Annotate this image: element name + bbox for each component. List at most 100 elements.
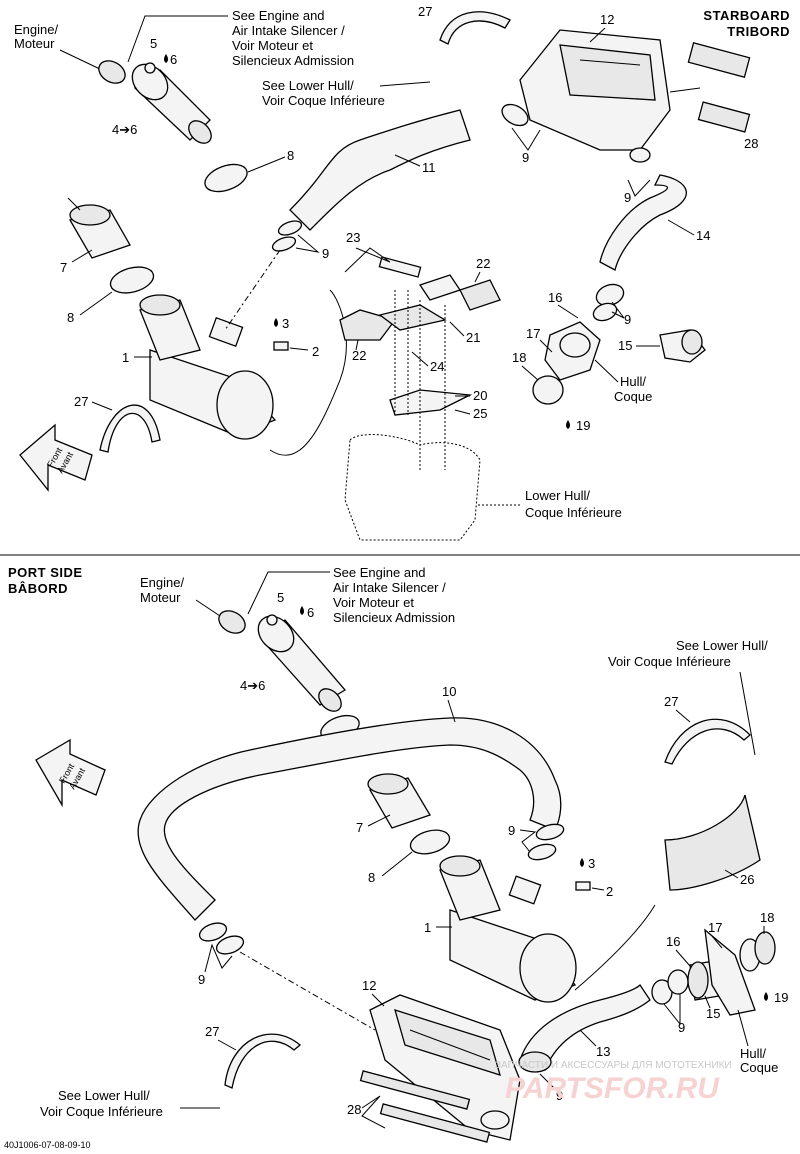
label-top-callouts-c5: 5 xyxy=(150,36,157,51)
engine-coupler-port xyxy=(218,610,346,712)
label-top-see_engine-2: Voir Moteur et xyxy=(232,38,313,53)
fitting-2-port xyxy=(575,881,591,891)
label-top-callouts-c6: 6 xyxy=(170,52,177,67)
port-header-en: PORT SIDE xyxy=(8,565,83,580)
muffler-12 xyxy=(501,29,671,163)
label-top-see_lower_hull-1: Voir Coque Inférieure xyxy=(262,93,385,108)
label-bottom-callouts-c6: 6 xyxy=(307,605,314,620)
label-top-callouts-c12: 12 xyxy=(600,12,614,27)
silencer-1 xyxy=(139,294,277,440)
bracket-assembly xyxy=(339,256,501,470)
label-bottom-see_engine-0: See Engine and xyxy=(333,565,426,580)
muffler-12-port xyxy=(369,994,521,1141)
pad-28b-port xyxy=(379,1103,491,1143)
label-bottom-see_engine-2: Voir Moteur et xyxy=(333,595,414,610)
label-bottom-callouts-c27a: 27 xyxy=(664,694,678,709)
label-bottom-callouts-c19: 19 xyxy=(774,990,788,1005)
label-top-callouts-c21: 21 xyxy=(466,330,480,345)
label-top-callouts-c2: 2 xyxy=(312,344,319,359)
label-bottom-callouts-c13: 13 xyxy=(596,1044,610,1059)
label-bottom-see_engine-1: Air Intake Silencer / xyxy=(333,580,446,595)
lower-hull-label-fr: Coque Inférieure xyxy=(525,505,622,520)
label-bottom-callouts-c1: 1 xyxy=(424,920,431,935)
starboard-header-fr: TRIBORD xyxy=(727,24,790,39)
label-bottom-callouts-c7: 7 xyxy=(356,820,363,835)
lower-hull-outline xyxy=(344,434,481,541)
label-top-callouts-c8a: 8 xyxy=(287,148,294,163)
fitting-2 xyxy=(273,341,289,351)
starboard-header-en: STARBOARD xyxy=(703,8,790,23)
label-top-callouts-c11: 11 xyxy=(422,160,436,175)
see-lower-hull-left-en: See Lower Hull/ xyxy=(58,1088,150,1103)
outlet-assembly xyxy=(532,283,706,405)
label-top-callouts-c28: 28 xyxy=(744,136,758,151)
starboard-section: STARBOARD TRIBORD Engine/ Moteur See Eng… xyxy=(14,4,790,541)
label-top-callouts-c19: 19 xyxy=(576,418,590,433)
port-section: PORT SIDE BÂBORD Engine/ Moteur See Engi… xyxy=(8,565,788,1143)
label-top-callouts-c24: 24 xyxy=(430,359,444,374)
label-top-callouts-c46: 4➔6 xyxy=(112,122,137,137)
engine-label-port-fr: Moteur xyxy=(140,590,181,605)
watermark-big: PARTSFOR.RU xyxy=(505,1072,720,1105)
see-lower-hull-right-fr: Voir Coque Inférieure xyxy=(608,654,731,669)
watermark-small: ЗАПЧАСТИ И АКСЕССУАРЫ ДЛЯ МОТОТЕХНИКИ xyxy=(495,1060,732,1071)
label-bottom-callouts-c9b: 9 xyxy=(198,972,205,987)
label-bottom-callouts-c18: 18 xyxy=(760,910,774,925)
label-top-see_engine-3: Silencieux Admission xyxy=(232,53,354,68)
hose-13 xyxy=(519,983,651,1071)
clamp-8b-port xyxy=(409,829,451,855)
label-bottom-callouts-c27b: 27 xyxy=(205,1024,219,1039)
label-top-callouts-c23: 23 xyxy=(346,230,360,245)
hull-label-fr: Coque xyxy=(614,389,652,404)
front-arrow-port: Front Avant xyxy=(35,738,106,808)
label-bottom-callouts-c26: 26 xyxy=(740,872,754,887)
port-header-fr: BÂBORD xyxy=(8,581,68,596)
engine-label-en: Engine/ xyxy=(14,22,58,37)
hull-label-en: Hull/ xyxy=(620,374,646,389)
label-bottom-callouts-c28: 28 xyxy=(347,1102,361,1117)
label-top-callouts-c7: 7 xyxy=(60,260,67,275)
label-bottom-see_engine-3: Silencieux Admission xyxy=(333,610,455,625)
engine-label-port-en: Engine/ xyxy=(140,575,184,590)
see-lower-hull-left-fr: Voir Coque Inférieure xyxy=(40,1104,163,1119)
label-top-callouts-c15: 15 xyxy=(618,338,632,353)
trim-panel-26 xyxy=(664,794,761,891)
front-arrow: Front Avant xyxy=(19,423,93,492)
label-top-callouts-c1: 1 xyxy=(122,350,129,365)
label-top-callouts-c8b: 8 xyxy=(67,310,74,325)
hose-14 xyxy=(599,174,687,271)
label-top-callouts-c9c: 9 xyxy=(322,246,329,261)
label-bottom-callouts-c17: 17 xyxy=(708,920,722,935)
label-bottom-callouts-c12: 12 xyxy=(362,978,376,993)
lower-hull-label-en: Lower Hull/ xyxy=(525,488,590,503)
see-engine-note: See Engine and Air Intake Silencer / Voi… xyxy=(127,8,354,68)
hose-10 xyxy=(137,717,562,921)
label-bottom-callouts-c9a: 9 xyxy=(508,823,515,838)
label-bottom-callouts-c46: 4➔6 xyxy=(240,678,265,693)
hull-label-port-fr: Coque xyxy=(740,1060,778,1075)
label-top-callouts-c27: 27 xyxy=(418,4,432,19)
label-top-callouts-c16: 16 xyxy=(548,290,562,305)
label-top-callouts-c18: 18 xyxy=(512,350,526,365)
see-lower-hull-right-en: See Lower Hull/ xyxy=(676,638,768,653)
label-bottom-callouts-c16: 16 xyxy=(666,934,680,949)
label-top-callouts-c9a: 9 xyxy=(522,150,529,165)
see-engine-note-port: See Engine and Air Intake Silencer / Voi… xyxy=(247,565,455,625)
pad-28a xyxy=(687,42,751,78)
label-bottom-callouts-c15: 15 xyxy=(706,1006,720,1021)
clamp-8b xyxy=(109,266,155,294)
strap-27b xyxy=(99,404,161,453)
label-top-callouts-c9d: 9 xyxy=(624,312,631,327)
label-top-callouts-c3: 3 xyxy=(282,316,289,331)
silencer-1-port xyxy=(439,855,577,1003)
engine-coupler xyxy=(98,60,212,144)
strap-27b-port xyxy=(224,1033,302,1089)
label-top-callouts-c22b: 22 xyxy=(352,348,366,363)
engine-label-fr: Moteur xyxy=(14,36,55,51)
label-bottom-callouts-c10: 10 xyxy=(442,684,456,699)
label-bottom-callouts-c8b: 8 xyxy=(368,870,375,885)
pad-28b xyxy=(697,101,751,133)
label-top-callouts-c27b: 27 xyxy=(74,394,88,409)
label-bottom-callouts-c5: 5 xyxy=(277,590,284,605)
